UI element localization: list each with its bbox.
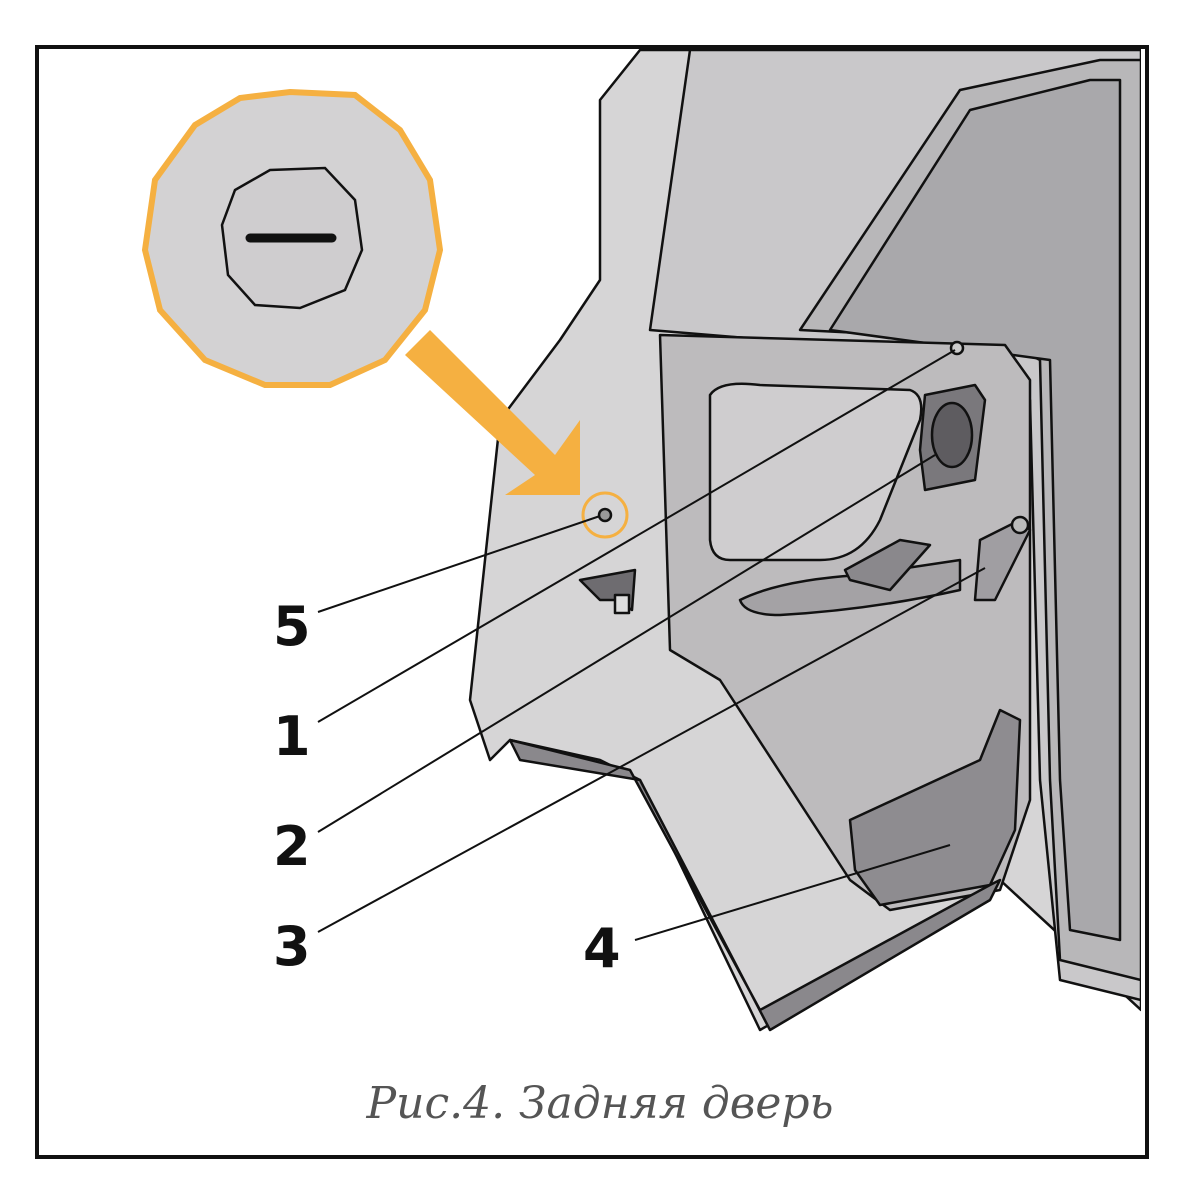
leader-line-4 — [634, 844, 951, 941]
leader-line-1 — [317, 349, 956, 723]
plug-highlight-ring — [581, 491, 629, 539]
plug-5 — [597, 507, 613, 523]
callout-2: 2 — [273, 815, 311, 878]
callout-3: 3 — [273, 915, 311, 978]
figure-caption: Рис.4. Задняя дверь — [366, 1078, 834, 1129]
callout-5: 5 — [273, 595, 311, 658]
leader-line-3 — [317, 567, 986, 933]
pocket-4 — [848, 708, 1022, 907]
door-pull-handle — [843, 538, 932, 592]
callout-1: 1 — [273, 705, 311, 768]
sill — [508, 738, 1002, 1032]
leader-line-2 — [317, 454, 936, 833]
leader-line-5 — [317, 515, 601, 613]
callout-4: 4 — [583, 917, 621, 980]
pointer-arrow — [405, 330, 580, 495]
door-window-trim — [708, 382, 923, 562]
